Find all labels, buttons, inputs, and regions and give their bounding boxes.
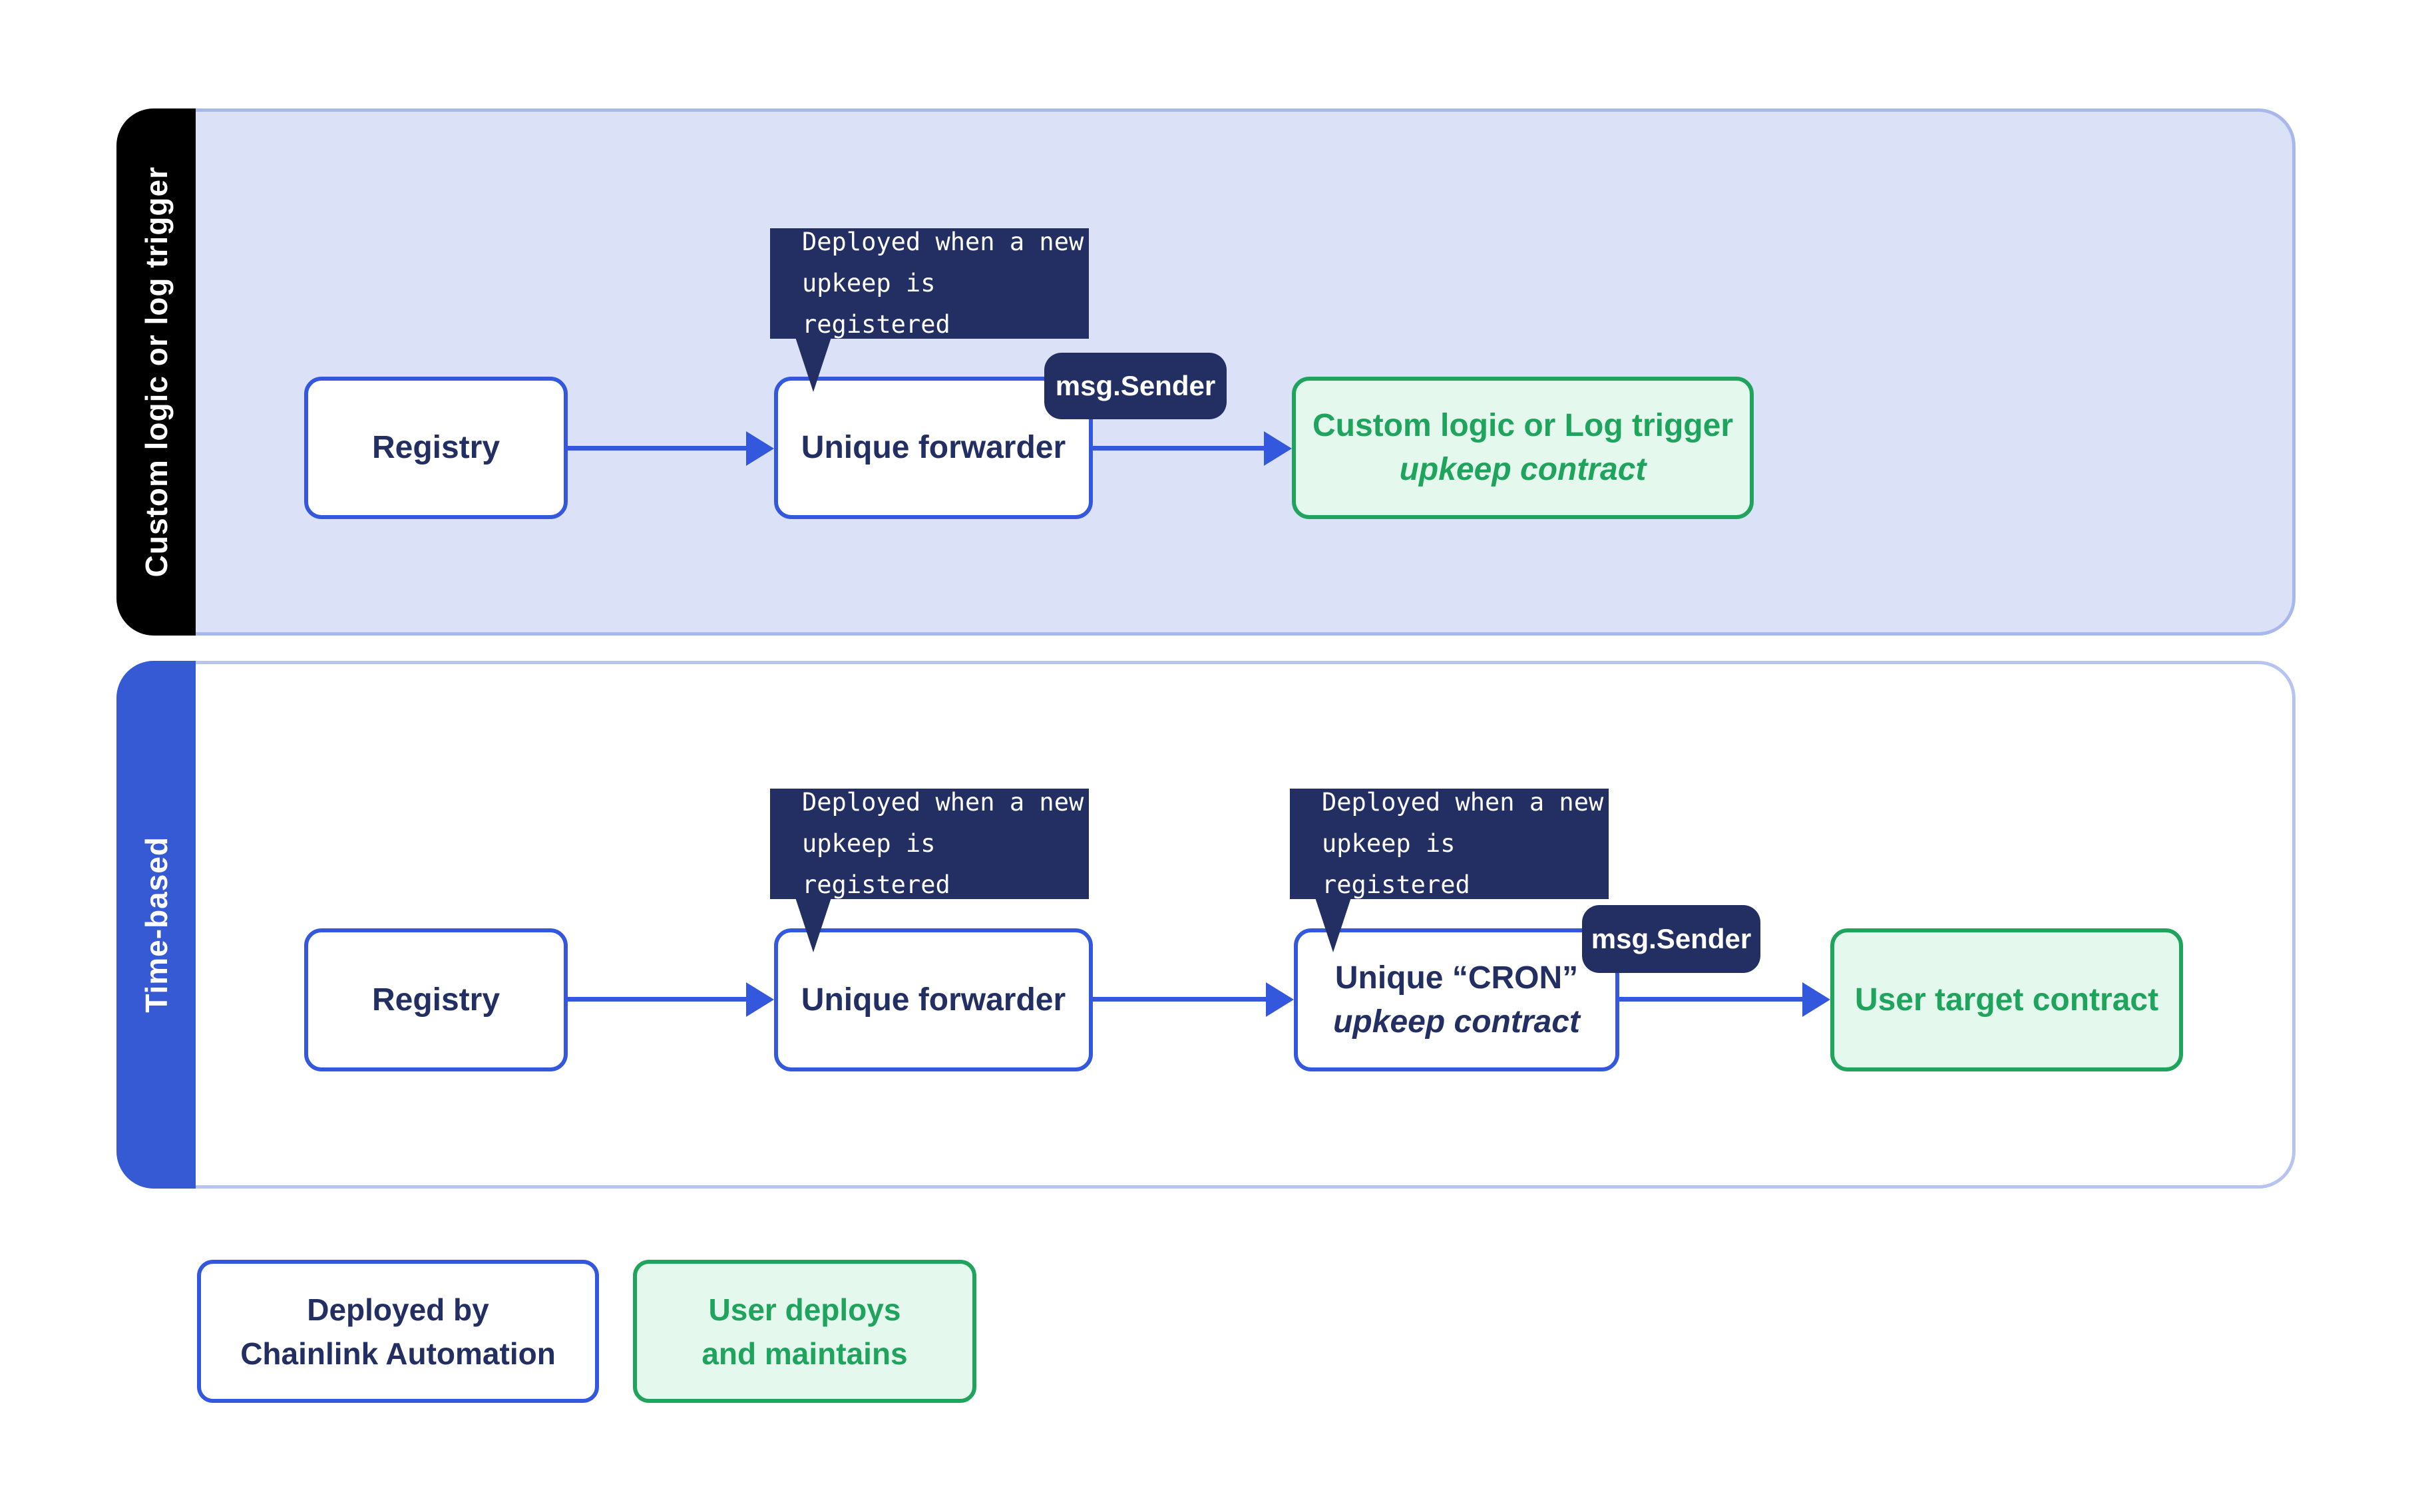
tooltip-cron-line1: Deployed when a new bbox=[1322, 788, 1604, 817]
cron-upkeep-node: Unique “CRON” upkeep contract bbox=[1294, 928, 1619, 1071]
legend-deployed-by-line2: Chainlink Automation bbox=[240, 1336, 556, 1371]
msg-sender-badge-bottom: msg.Sender bbox=[1582, 905, 1760, 973]
user-target-node: User target contract bbox=[1830, 928, 2183, 1071]
legend-user-line1: User deploys bbox=[708, 1292, 901, 1327]
arrow-registry-to-forwarder-bottom bbox=[568, 997, 746, 1002]
user-target-node-label: User target contract bbox=[1854, 982, 2159, 1018]
msg-sender-badge-bottom-label: msg.Sender bbox=[1591, 923, 1752, 954]
forwarder-node-bottom-label: Unique forwarder bbox=[801, 982, 1066, 1018]
arrow-registry-to-forwarder-top bbox=[568, 446, 746, 451]
legend-deployed-by-chainlink: Deployed by Chainlink Automation bbox=[197, 1260, 599, 1403]
tooltip-forwarder-bottom-line1: Deployed when a new bbox=[802, 788, 1084, 817]
tooltip-cron-line2: upkeep is registered bbox=[1322, 829, 1470, 899]
custom-logic-upkeep-line2: upkeep contract bbox=[1399, 452, 1647, 487]
forwarder-node-top-label: Unique forwarder bbox=[801, 430, 1066, 465]
tooltip-forwarder-top-line2: upkeep is registered bbox=[802, 269, 950, 339]
tooltip-forwarder-bottom-line2: upkeep is registered bbox=[802, 829, 950, 899]
msg-sender-badge-top-label: msg.Sender bbox=[1055, 370, 1216, 401]
arrow-cron-to-target bbox=[1619, 997, 1802, 1002]
cron-upkeep-line1: Unique “CRON” bbox=[1334, 960, 1579, 996]
custom-logic-upkeep-node: Custom logic or Log trigger upkeep contr… bbox=[1292, 377, 1754, 519]
registry-node-bottom-label: Registry bbox=[371, 982, 501, 1018]
time-based-tab: Time-based bbox=[116, 661, 196, 1189]
msg-sender-badge-top: msg.Sender bbox=[1044, 353, 1227, 419]
forwarder-node-bottom: Unique forwarder bbox=[774, 928, 1093, 1071]
tooltip-forwarder-top: Deployed when a new upkeep is registered bbox=[770, 228, 1089, 392]
tooltip-forwarder-bottom: Deployed when a new upkeep is registered bbox=[770, 788, 1089, 952]
forwarder-node-top: Unique forwarder bbox=[774, 377, 1093, 519]
custom-logic-tab-label: Custom logic or log trigger bbox=[138, 166, 174, 578]
custom-logic-tab: Custom logic or log trigger bbox=[116, 108, 196, 636]
arrow-forwarder-to-cron bbox=[1093, 997, 1266, 1002]
registry-node-top: Registry bbox=[304, 377, 568, 519]
time-based-panel bbox=[116, 661, 2296, 1189]
registry-node-top-label: Registry bbox=[371, 430, 501, 465]
time-based-tab-label: Time-based bbox=[138, 837, 174, 1013]
legend-user-deploys: User deploys and maintains bbox=[633, 1260, 976, 1403]
tooltip-cron: Deployed when a new upkeep is registered bbox=[1290, 788, 1609, 952]
legend-user-line2: and maintains bbox=[702, 1336, 908, 1371]
tooltip-forwarder-top-line1: Deployed when a new bbox=[802, 228, 1084, 256]
custom-logic-upkeep-line1: Custom logic or Log trigger bbox=[1312, 408, 1733, 443]
cron-upkeep-line2: upkeep contract bbox=[1333, 1004, 1580, 1040]
arrow-forwarder-to-upkeep-top bbox=[1093, 446, 1264, 451]
legend-deployed-by-line1: Deployed by bbox=[307, 1292, 489, 1327]
registry-node-bottom: Registry bbox=[304, 928, 568, 1071]
